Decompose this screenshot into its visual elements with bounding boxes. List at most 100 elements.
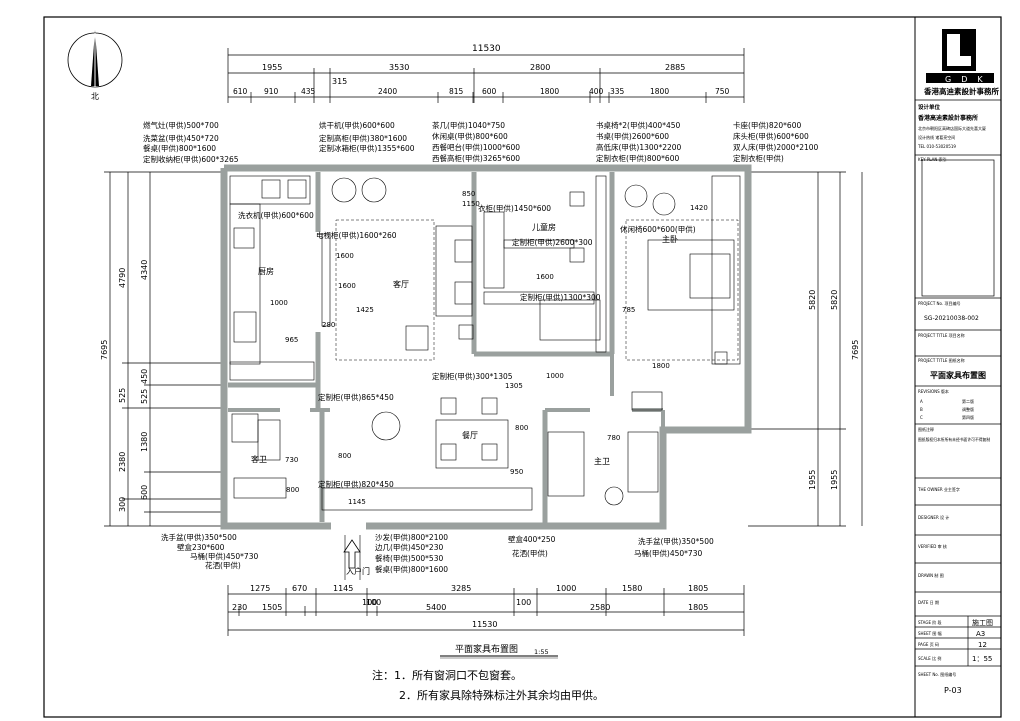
project-no-label: PROJECT No. 项目编号 (918, 300, 960, 306)
bottom-dim-r2-5: 100 (366, 598, 381, 607)
label-tr2: 卡座(甲供)820*600 (733, 120, 801, 130)
top-dim-2: 3530 (389, 63, 409, 72)
bottom-dim-5: 100 (516, 598, 531, 607)
scale-label: SCALE 比 例 (918, 655, 941, 661)
label-inner: 衣柜(甲供)1450*600 (478, 203, 551, 213)
bottom-dim-r2-4: 5400 (426, 603, 446, 612)
bottom-dim-1: 1275 (250, 584, 270, 593)
inner-dim: 280 (322, 321, 335, 329)
inner-dim: 1600 (336, 252, 354, 260)
bottom-dim-r2-2: 1505 (262, 603, 282, 612)
top-dim-r2-6: 600 (482, 87, 497, 96)
note-2: 2．所有家具除特殊标注外其余均由甲供。 (399, 688, 604, 702)
bottom-dim-r2-6: 2580 (590, 603, 610, 612)
bottom-overall-dim: 11530 (472, 620, 497, 629)
room-entry: 入户门 (346, 566, 370, 576)
label-bl: 壁盒230*600 (177, 542, 225, 552)
left-dim-9: 600 (140, 485, 149, 500)
drawing-title: 平面家具布置图 (930, 370, 986, 380)
project-no: SG-20210038-002 (924, 315, 979, 322)
bottom-dim-4: 3285 (451, 584, 471, 593)
label-tm1: 定制冰箱柜(甲供)1355*600 (319, 143, 415, 153)
bottom-dim-2: 670 (292, 584, 307, 593)
label-tl: 餐桌(甲供)800*1600 (143, 143, 216, 153)
inner-dim: 1000 (546, 372, 564, 380)
label-inner: 定制柜(甲供)2600*300 (512, 237, 593, 247)
top-dimensions (227, 48, 745, 103)
drawing-title-label: PROJECT TITLE 图纸名称 (918, 357, 965, 363)
top-dim-small: 315 (332, 77, 347, 86)
room-living: 客厅 (393, 279, 409, 289)
inner-dim: 1425 (356, 306, 374, 314)
right-dim-3: 7695 (851, 340, 860, 360)
right-dimensions (748, 171, 846, 527)
label-tr2: 床头柜(甲供)600*600 (733, 131, 809, 141)
label-bm: 餐椅(甲供)500*530 (375, 553, 443, 563)
verified-label: VERIFIED 审 核 (918, 543, 947, 549)
note-1: 注：1．所有窗洞口不包窗套。 (372, 668, 522, 682)
title-block-grid (915, 99, 1001, 667)
label-tm2: 西餐吧台(甲供)1000*600 (432, 142, 520, 152)
label-bm: 沙发(甲供)800*2100 (375, 532, 448, 542)
date-label: DATE 日 期 (918, 599, 939, 605)
walls (220, 164, 752, 530)
label-inner: 定制柜(甲供)300*1305 (432, 371, 513, 381)
firm-name: 香港高迪素設計事務所 (923, 86, 999, 96)
sheet-no: P-03 (944, 686, 962, 695)
inner-dim: 730 (285, 456, 298, 464)
rev-row: 调整版 (962, 406, 974, 412)
top-dim-r2-4: 2400 (378, 87, 397, 96)
label-br: 洗手盆(甲供)350*500 (638, 536, 714, 546)
left-dim-6: 525 (140, 389, 149, 404)
inner-dim: 1420 (690, 204, 708, 212)
top-dim-r2-5: 815 (449, 87, 464, 96)
firm-contact: 设计热线 诸葛亮空间 (918, 134, 955, 140)
plan-title: 平面家具布置图 (455, 643, 518, 655)
entry-arrow-icon (343, 539, 361, 569)
bottom-dim-r2-1: 230 (232, 603, 247, 612)
label-tr1: 定制衣柜(甲供)800*600 (596, 153, 679, 163)
top-dim-r2-1: 610 (233, 87, 248, 96)
room-kitchen: 厨房 (258, 266, 274, 276)
label-tm2: 茶几(甲供)1040*750 (432, 120, 505, 130)
label-tl: 燃气灶(甲供)500*700 (143, 120, 219, 130)
inner-dim: 1600 (536, 273, 554, 281)
top-overall-dim: 11530 (472, 44, 501, 54)
left-dimensions (104, 171, 224, 527)
room-master: 主卧 (662, 234, 678, 244)
inner-dim: 1600 (338, 282, 356, 290)
firm-tel: TEL 010-53020519 (917, 144, 956, 149)
firm-address: 北京市朝阳区高碑店国际大道先喜大厦 (918, 125, 986, 131)
left-dim-4: 450 (140, 369, 149, 384)
left-dim-10: 300 (118, 497, 127, 512)
inner-dim: 950 (510, 468, 523, 476)
left-dim-3: 4340 (140, 260, 149, 280)
plan-scale: 1:55 (534, 648, 549, 656)
north-arrow-icon (67, 30, 123, 88)
inner-dim: 1305 (505, 382, 523, 390)
logo-letters: GDK (945, 75, 993, 84)
inner-dim: 1800 (652, 362, 670, 370)
sheet-value: A3 (976, 630, 985, 638)
label-tr1: 高低床(甲供)1300*2200 (596, 142, 682, 152)
room-guest-bath: 客卫 (251, 454, 267, 464)
inner-dim: 850 (462, 190, 475, 198)
inner-dim: 1150 (462, 200, 480, 208)
label-tr2: 双人床(甲供)2000*2100 (733, 142, 819, 152)
key-plan-label: KEY PLAN 索引 (918, 156, 947, 162)
label-inner: 休闲椅600*600(甲供) (620, 224, 696, 234)
label-inner: 定制柜(甲供)865*450 (318, 392, 394, 402)
owner-label: THE OWNER 业主签字 (917, 486, 960, 492)
label-tl: 定制收纳柜(甲供)600*3265 (143, 154, 239, 164)
room-dining: 餐厅 (462, 431, 478, 440)
north-label: 北 (91, 92, 99, 101)
project-title-label: PROJECT TITLE 项目名称 (918, 332, 965, 338)
label-tm2: 休闲桌(甲供)800*600 (432, 131, 508, 141)
inner-dim: 800 (286, 486, 299, 494)
inner-dim: 1000 (270, 299, 288, 307)
rev-row: 第四版 (962, 414, 974, 420)
top-dim-r2-9: 335 (610, 87, 625, 96)
inner-dim: 785 (622, 306, 635, 314)
label-tm2: 西餐高柜(甲供)3265*600 (432, 153, 520, 163)
